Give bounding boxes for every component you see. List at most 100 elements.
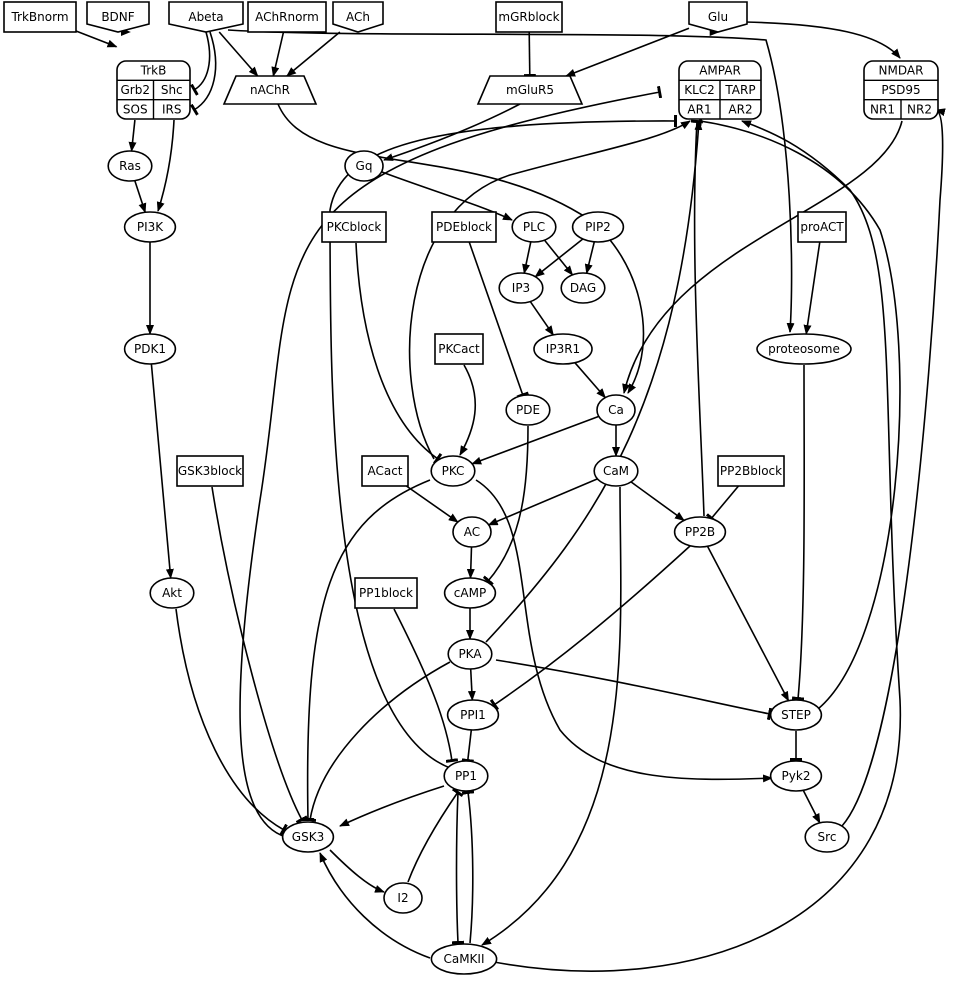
- record-nmdar-title-label: NMDAR: [879, 64, 924, 78]
- node-ca-label: Ca: [608, 403, 624, 417]
- edge-pka-to-step: [495, 659, 773, 721]
- node-camkii: CaMKII: [430, 943, 498, 975]
- node-akt-ellipse: [149, 577, 195, 609]
- node-ip3r1-ellipse: [533, 333, 593, 365]
- node-ip3-label: IP3: [512, 281, 530, 295]
- edge-proteosome-to-step: [791, 364, 806, 701]
- edge-ppi1-to-pp1: [461, 729, 474, 763]
- node-trkbnorm-box: [3, 1, 77, 33]
- edge-step-to-ampar-ar1: [698, 114, 901, 710]
- node-dag: DAG: [560, 272, 606, 304]
- node-pp2b-ellipse: [673, 516, 727, 548]
- node-pdeblock: PDEblock: [431, 211, 497, 243]
- node-bdnf-pentagon: [86, 1, 150, 33]
- edge-abeta-to-nachr: [218, 31, 259, 77]
- node-achrnorm-box: [247, 1, 327, 33]
- edge-pp2b-to-ppi1: [489, 545, 691, 711]
- node-gq-label: Gq: [356, 159, 373, 173]
- record-trkb-irs-label: IRS: [162, 102, 182, 116]
- record-nmdar-nr1-label: NR1: [870, 102, 895, 116]
- edge-gsk3-to-i2: [329, 849, 385, 893]
- record-ampar-tarp-label: TARP: [724, 83, 755, 97]
- node-acact-label: ACact: [367, 464, 402, 478]
- node-pyk2-label: Pyk2: [782, 769, 811, 783]
- node-pp1-label: PP1: [455, 769, 477, 783]
- edge-pip2-to-ip3: [534, 238, 584, 278]
- node-nachr-label: nAChR: [250, 83, 290, 97]
- node-proteosome: proteosome: [756, 333, 852, 365]
- node-plc: PLC: [511, 211, 557, 243]
- node-ach-label: ACh: [346, 10, 370, 24]
- node-pp2b: PP2B: [673, 516, 727, 548]
- node-nachr: nAChR: [222, 75, 318, 105]
- node-pdk1-ellipse: [123, 333, 177, 365]
- node-gsk3block: GSK3block: [176, 455, 244, 487]
- node-acact: ACact: [361, 455, 409, 487]
- node-trkbnorm: TrkBnorm: [3, 1, 77, 33]
- edge-acact-to-ac: [405, 485, 459, 523]
- edge-gq-to-plc: [381, 171, 513, 221]
- node-glu-label: Glu: [708, 10, 728, 24]
- edge-proact-to-proteosome: [803, 241, 821, 335]
- node-akt-label: Akt: [162, 586, 182, 600]
- edge-pdeblock-to-pde: [468, 241, 529, 399]
- edge-pp2b-to-ampar-ar1: [690, 119, 705, 517]
- node-pde-label: PDE: [516, 403, 540, 417]
- edge-pyk2-to-src: [802, 790, 821, 824]
- node-pp1block-box: [354, 577, 418, 609]
- edge-trkb-irs-to-pi3k: [156, 119, 175, 212]
- node-pkcblock-label: PKCblock: [327, 220, 382, 234]
- node-proteosome-label: proteosome: [768, 342, 840, 356]
- node-ras: Ras: [107, 150, 153, 182]
- edge-pip2-to-dag: [584, 241, 596, 275]
- node-i2-ellipse: [383, 882, 423, 914]
- node-nachr-trapezium: [222, 75, 318, 105]
- node-ip3r1: IP3R1: [533, 333, 593, 365]
- node-camp-ellipse: [443, 577, 497, 609]
- node-pyk2-ellipse: [769, 760, 823, 792]
- node-pip2-ellipse: [571, 211, 625, 243]
- edges-layer: [75, 21, 946, 972]
- edge-pkcblock-to-pkc: [355, 242, 443, 465]
- node-achrnorm: AChRnorm: [247, 1, 327, 33]
- node-gsk3block-box: [176, 455, 244, 487]
- node-mgrblock-label: mGRblock: [498, 10, 559, 24]
- edge-pkc-to-pyk2: [475, 479, 773, 783]
- node-proact-label: proACT: [800, 220, 844, 234]
- record-ampar-ar2-label: AR2: [728, 102, 752, 116]
- edge-pp1-to-camkii: [451, 791, 465, 945]
- node-abeta: Abeta: [168, 1, 244, 33]
- node-gsk3-label: GSK3: [292, 830, 324, 844]
- node-pde: PDE: [505, 394, 551, 426]
- edge-pka-to-ppi1: [467, 668, 476, 701]
- node-pp2bblock-box: [717, 455, 785, 487]
- record-trkb-title-label: TrkB: [140, 64, 167, 78]
- edge-ip3-to-ip3r1: [529, 301, 554, 336]
- node-pkc-label: PKC: [442, 464, 465, 478]
- edge-pde-to-camp: [482, 425, 529, 586]
- edge-pka-to-ampar-ar1: [485, 120, 703, 643]
- node-ras-ellipse: [107, 150, 153, 182]
- node-ca-ellipse: [596, 394, 636, 426]
- node-ppi1-label: PPI1: [460, 708, 486, 722]
- node-mgrblock-box: [495, 1, 563, 33]
- node-src-label: Src: [818, 830, 837, 844]
- edge-i2-to-pp1: [407, 787, 464, 883]
- node-pkcact-label: PKCact: [438, 342, 480, 356]
- node-plc-ellipse: [511, 211, 557, 243]
- node-ip3: IP3: [498, 272, 544, 304]
- node-pyk2: Pyk2: [769, 760, 823, 792]
- edge-ac-to-camp: [466, 546, 475, 579]
- node-ras-label: Ras: [119, 159, 141, 173]
- node-trkbnorm-label: TrkBnorm: [10, 10, 68, 24]
- node-pdk1-label: PDK1: [134, 342, 166, 356]
- record-trkb-shc-label: Shc: [161, 83, 183, 97]
- node-ppi1-ellipse: [446, 699, 500, 731]
- record-ampar-klc2-label: KLC2: [684, 83, 715, 97]
- edge-gsk3-to-ampar-klc2: [239, 85, 663, 838]
- node-gsk3: GSK3: [281, 821, 335, 853]
- edge-pkc-to-gsk3: [301, 479, 431, 822]
